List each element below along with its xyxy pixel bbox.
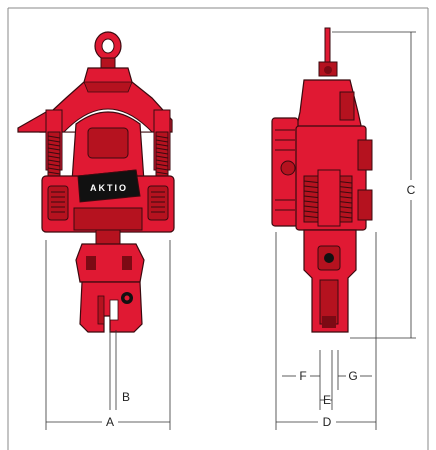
dim-label-c: C: [407, 183, 416, 197]
dim-label-a: A: [106, 415, 114, 429]
brand-label-overlay: AKTIO: [90, 183, 128, 193]
front-view-machine: AKTIO AKTIO: [17, 31, 175, 333]
dim-label-b: B: [122, 390, 130, 404]
frame-border: [7, 7, 429, 450]
dim-label-g: G: [348, 369, 357, 383]
dim-label-d: D: [323, 415, 332, 429]
dim-label-e: E: [323, 393, 331, 407]
side-view-machine: [271, 27, 373, 333]
dim-label-f: F: [299, 369, 306, 383]
dimension-lines: [45, 31, 416, 430]
